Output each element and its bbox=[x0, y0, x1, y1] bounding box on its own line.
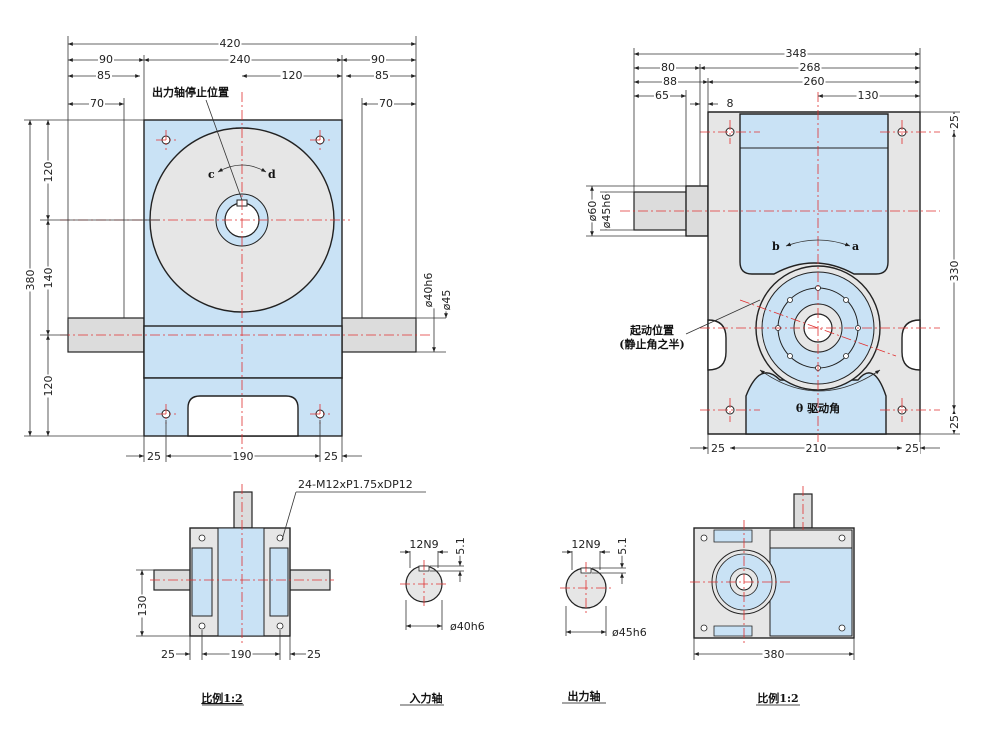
drive-angle-label: θ 驱动角 bbox=[796, 401, 840, 415]
front-body-band bbox=[143, 325, 343, 379]
dim-85-left: 85 bbox=[97, 69, 111, 82]
output-key: 12N9 bbox=[571, 538, 600, 551]
slot-right bbox=[901, 319, 921, 371]
input-depth: 5.1 bbox=[454, 537, 467, 555]
dim-70-right: 70 bbox=[379, 97, 393, 110]
dim-25-right: 25 bbox=[324, 450, 338, 463]
dim-260: 260 bbox=[804, 75, 825, 88]
arrow-c-label: c bbox=[208, 168, 215, 181]
arrow-a-label: a bbox=[852, 240, 859, 253]
dim-120-bottom: 120 bbox=[42, 376, 55, 397]
caption-scale-left: 比例1:2 bbox=[201, 691, 242, 705]
output-shaft-section: 12N9 5.1 ø45h6 出力轴 bbox=[560, 536, 648, 704]
base-slot bbox=[187, 395, 299, 437]
dim-d40h6: ø40h6 bbox=[422, 273, 435, 308]
dim-120: 120 bbox=[282, 69, 303, 82]
start-pos-line2: (静止角之半) bbox=[619, 337, 684, 351]
caption-output-shaft: 出力轴 bbox=[568, 689, 601, 703]
dim-88: 88 bbox=[663, 75, 677, 88]
dim-210: 210 bbox=[806, 442, 827, 455]
lower-pocket bbox=[745, 372, 887, 435]
input-key: 12N9 bbox=[409, 538, 438, 551]
arrow-d-label: d bbox=[268, 168, 276, 181]
dim-85-right: 85 bbox=[375, 69, 389, 82]
arrow-b-label: b bbox=[772, 240, 780, 253]
caption-input-shaft: 入力轴 bbox=[410, 691, 443, 705]
input-dia: ø40h6 bbox=[450, 620, 485, 633]
dim-380: 380 bbox=[24, 270, 37, 291]
side-top-dims: 348 80 268 88 260 65 8 130 bbox=[633, 47, 921, 192]
dim-d45: ø45 bbox=[440, 290, 453, 311]
front-top-dims: 420 90 240 90 85 120 85 70 70 bbox=[67, 36, 417, 320]
dim-25-br: 25 bbox=[905, 442, 919, 455]
front-right-dims: ø40h6 ø45 bbox=[416, 271, 453, 353]
bottom-right-view: 380 比例1:2 bbox=[690, 486, 855, 706]
dim-25-top: 25 bbox=[948, 115, 961, 129]
dim-190-bl: 190 bbox=[231, 648, 252, 661]
thread-spec: 24-M12xP1.75xDP12 bbox=[298, 478, 413, 491]
dim-8: 8 bbox=[727, 97, 734, 110]
dim-d60: ø60 bbox=[586, 201, 599, 222]
slot-left bbox=[707, 319, 727, 371]
upper-pocket bbox=[739, 113, 889, 275]
bottom-left-view: 24-M12xP1.75xDP12 130 25 190 25 比例1:2 bbox=[136, 478, 426, 706]
dim-268: 268 bbox=[800, 61, 821, 74]
dim-140: 140 bbox=[42, 268, 55, 289]
dim-190: 190 bbox=[233, 450, 254, 463]
dim-25-bl-left: 25 bbox=[161, 648, 175, 661]
input-shaft-section: 12N9 5.1 ø40h6 入力轴 bbox=[400, 536, 486, 706]
side-bottom-dims: 25 210 25 bbox=[690, 434, 940, 455]
center-strip-bl bbox=[217, 527, 265, 637]
front-view: c d 出力轴停止位置 420 90 240 90 85 1 bbox=[24, 36, 453, 463]
dim-25-bl-right: 25 bbox=[307, 648, 321, 661]
dim-25-bl: 25 bbox=[711, 442, 725, 455]
dim-380-br: 380 bbox=[764, 648, 785, 661]
dim-120-top: 120 bbox=[42, 162, 55, 183]
dim-25-bottom: 25 bbox=[948, 415, 961, 429]
dim-25-left: 25 bbox=[147, 450, 161, 463]
output-depth: 5.1 bbox=[616, 537, 629, 555]
dim-420: 420 bbox=[220, 37, 241, 50]
dim-330: 330 bbox=[948, 261, 961, 282]
dim-d45h6: ø45h6 bbox=[600, 194, 613, 229]
dim-65: 65 bbox=[655, 89, 669, 102]
dim-90-left: 90 bbox=[99, 53, 113, 66]
front-left-dims: 380 120 140 120 bbox=[24, 119, 160, 437]
dim-130-bl: 130 bbox=[136, 596, 149, 617]
dim-90-right: 90 bbox=[371, 53, 385, 66]
caption-scale-right: 比例1:2 bbox=[757, 691, 798, 705]
dim-70-left: 70 bbox=[90, 97, 104, 110]
dim-130: 130 bbox=[858, 89, 879, 102]
dim-348: 348 bbox=[786, 47, 807, 60]
side-right-dims: 25 330 25 bbox=[920, 111, 961, 435]
front-bottom-dims: 25 190 25 bbox=[126, 420, 362, 463]
side-left-dims: ø60 ø45h6 bbox=[586, 185, 686, 237]
dim-240: 240 bbox=[230, 53, 251, 66]
output-dia: ø45h6 bbox=[612, 626, 647, 639]
dim-80: 80 bbox=[661, 61, 675, 74]
start-pos-line1: 起动位置 bbox=[629, 323, 674, 337]
side-view: b a θ 驱动角 起动位置 (静止角之半) 348 80 268 bbox=[586, 47, 961, 455]
top-shaft-bl bbox=[233, 491, 253, 529]
output-stop-label: 出力轴停止位置 bbox=[152, 85, 229, 99]
